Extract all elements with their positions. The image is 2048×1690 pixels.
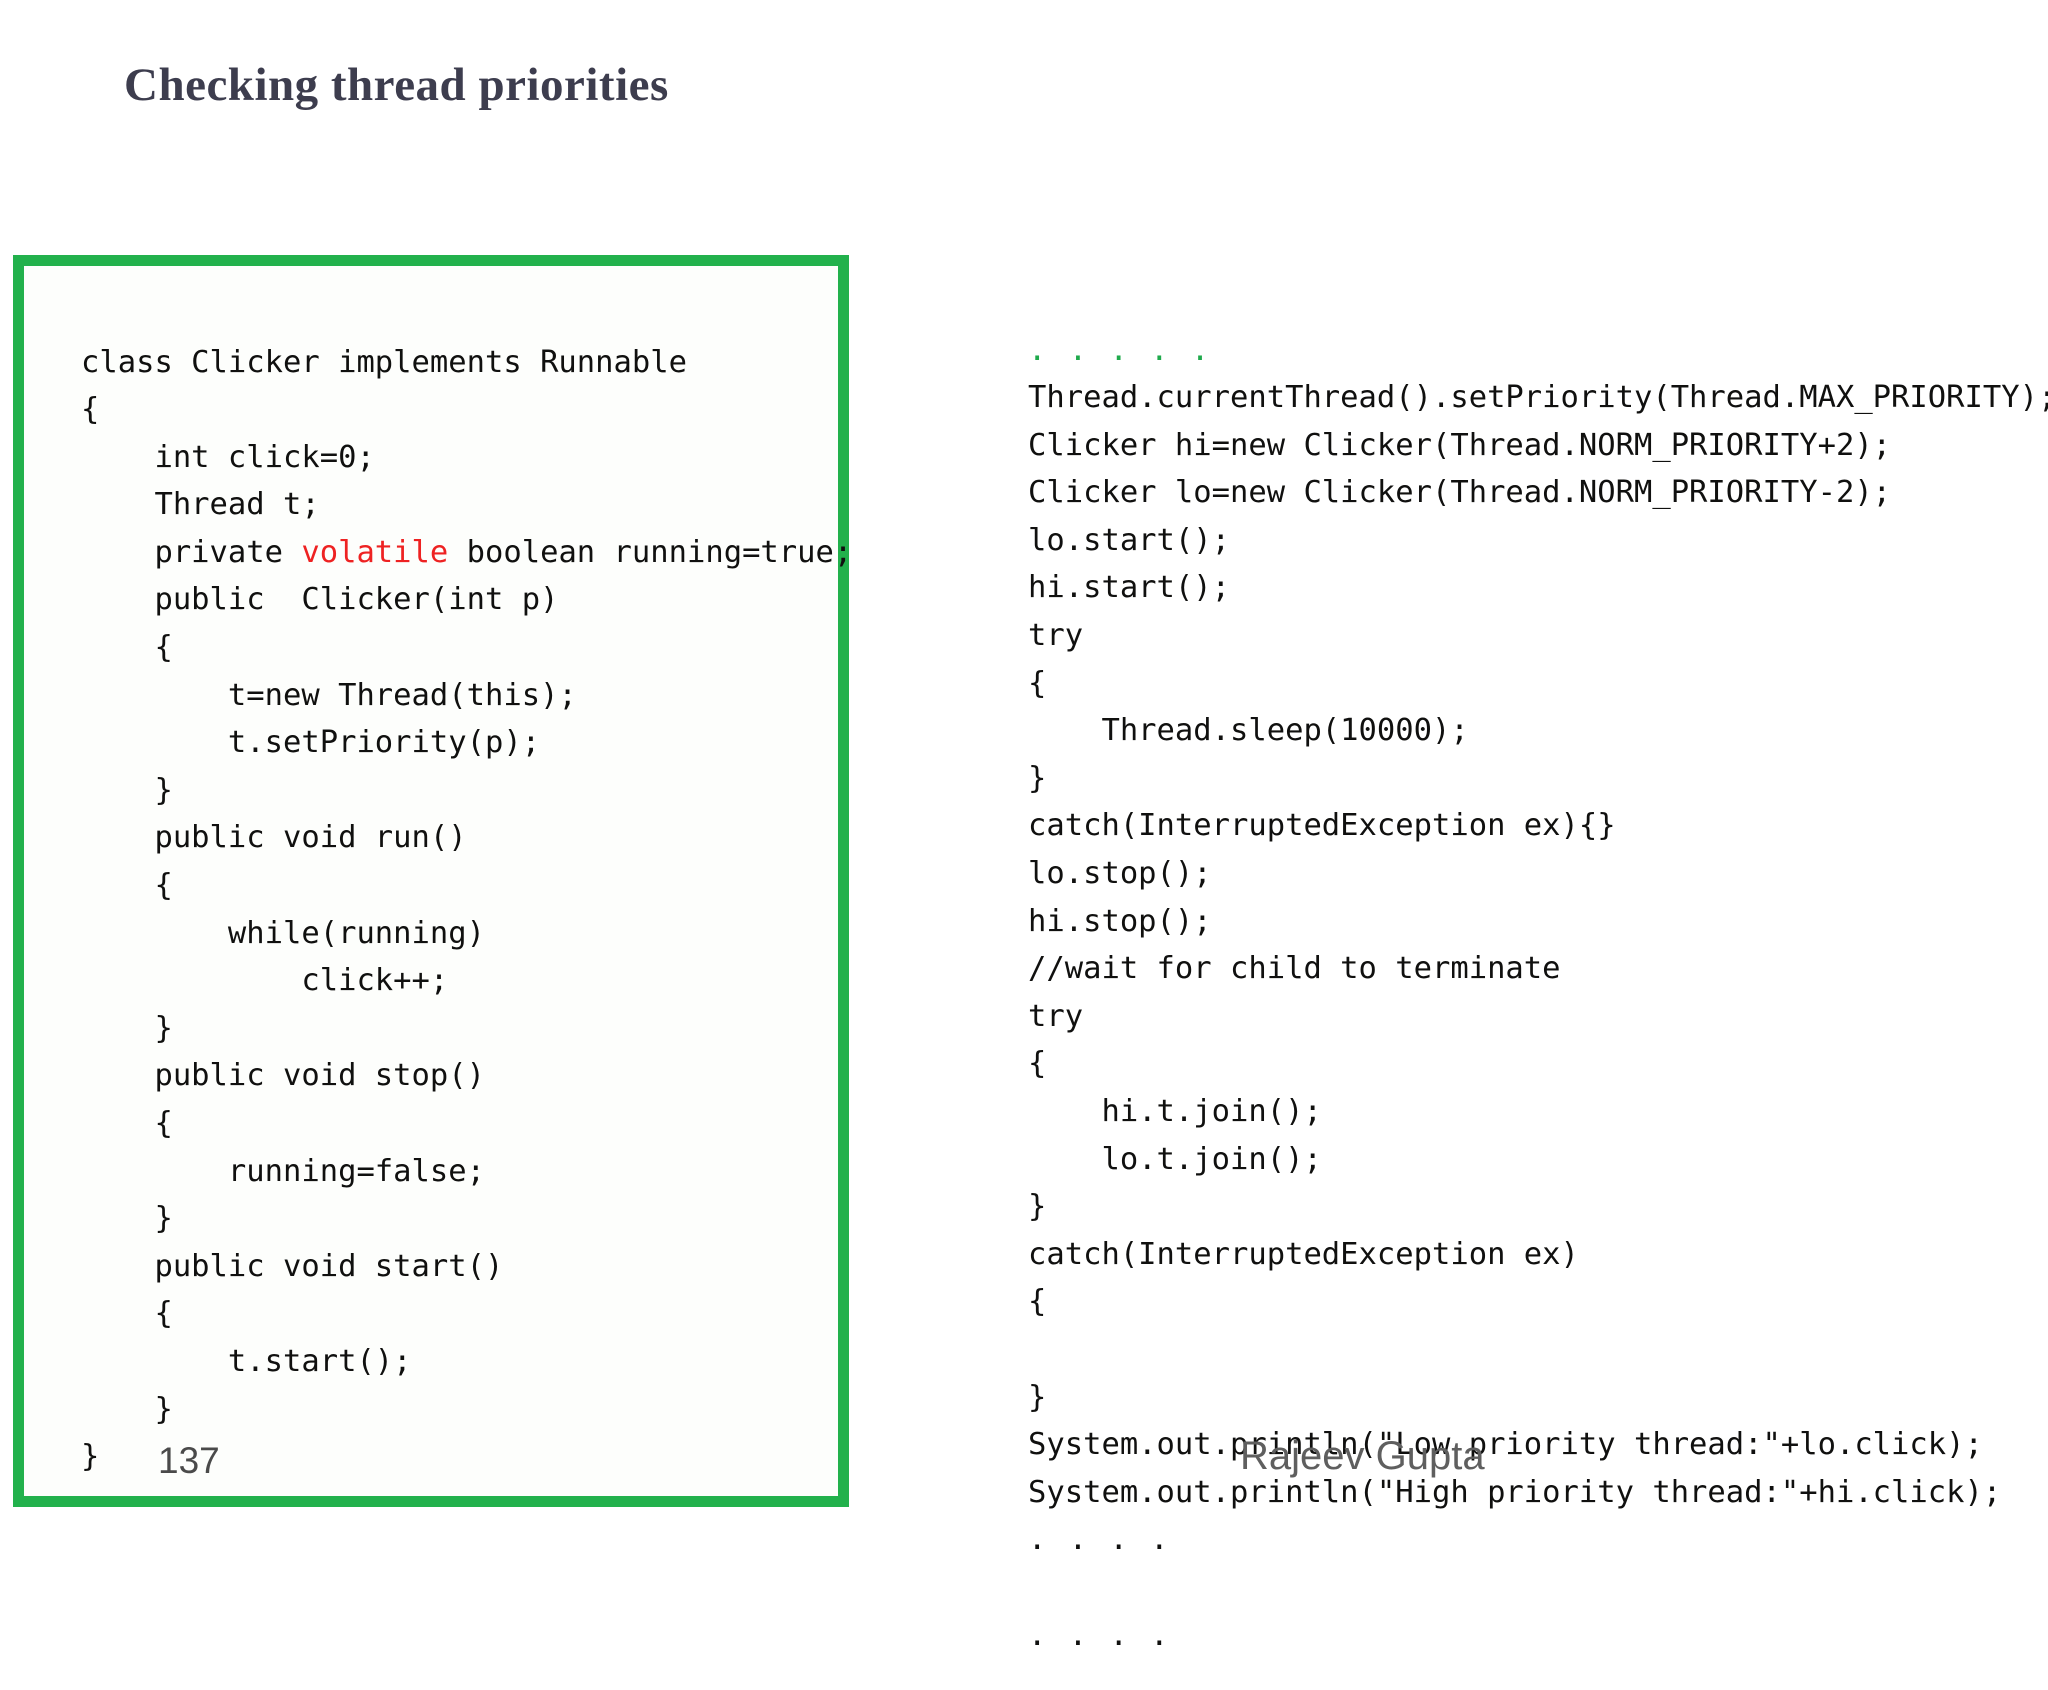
trailing-dots-2: . . . . (1028, 1617, 1171, 1653)
leading-dots: . . . . . (1028, 332, 1212, 368)
left-code-block: class Clicker implements Runnable { int … (81, 339, 852, 1481)
author-credit: Rajeev Gupta (1240, 1434, 1485, 1478)
page-number: 137 (158, 1440, 220, 1481)
right-code-panel: . . . . . Thread.currentThread().setPrio… (1028, 296, 2048, 1690)
page-title: Checking thread priorities (124, 59, 669, 111)
volatile-keyword: volatile (301, 534, 449, 570)
right-code-block: . . . . . Thread.currentThread().setPrio… (1028, 327, 2048, 1660)
left-code-segment-1: class Clicker implements Runnable { int … (81, 344, 687, 570)
left-code-panel: class Clicker implements Runnable { int … (13, 255, 852, 1507)
left-code-segment-2: boolean running=true; public Clicker(int… (81, 534, 853, 1475)
trailing-dots-1: . . . . (1028, 1522, 1171, 1558)
right-code-body: Thread.currentThread().setPriority(Threa… (1028, 380, 2048, 1510)
